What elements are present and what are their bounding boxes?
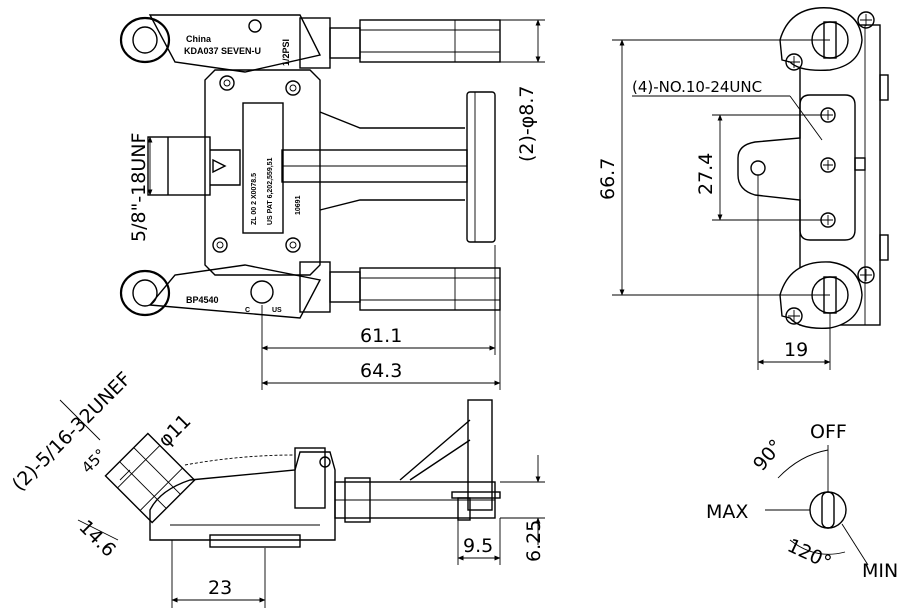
dim-hole-spacing: 27.4 (695, 153, 717, 195)
dim-inlet-thread: 5/8"-18UNF (128, 133, 150, 242)
dim-outlet-diameter: (2)-φ8.7 (516, 85, 538, 162)
inlet-fitting (147, 136, 211, 196)
lower-screw-left (785, 307, 803, 325)
marking-part-number: BP4540 (186, 295, 219, 305)
cert-mark (250, 280, 274, 304)
knob-outer (809, 491, 847, 529)
plate-line2: US PAT 6,202,559,51 (267, 157, 274, 225)
upper-screw-left (785, 53, 803, 71)
cert-right: US (272, 307, 282, 314)
knob-angle-off-max: 90° (749, 435, 788, 475)
mounting-plate (737, 94, 856, 241)
lower-injector-tube (359, 267, 501, 311)
lower-outlet-inner (132, 279, 158, 307)
lower-outlet-outer (119, 269, 171, 317)
plate-side: 10691 (295, 195, 302, 215)
side-view: (4)-NO.10-24UNC 66.7 27.4 19 (597, 7, 889, 370)
knob-max-label: MAX (706, 501, 748, 523)
dim-length-overall: 64.3 (360, 360, 402, 382)
label-plate (242, 102, 284, 234)
knob-diagram: OFF MAX MIN 90° 120° (706, 421, 898, 582)
front-view: (2)-5/16-32UNEF 45° φ11 14.6 23 9.5 6.25 (8, 368, 545, 608)
knob-indicator (821, 491, 835, 529)
dim-stem-length: 9.5 (463, 535, 493, 557)
upper-outlet-outer (119, 16, 171, 64)
angled-outlet (104, 432, 196, 524)
valve-body (204, 69, 321, 276)
brand-logo (248, 19, 262, 33)
lower-fitting-collar (329, 271, 361, 303)
cert-left: C (245, 307, 250, 314)
dim-height-overall: 66.7 (597, 158, 619, 200)
plate-line1: ZL 00 2 X0078.5 (251, 173, 258, 225)
marking-country: China (186, 34, 212, 44)
dim-mount-offset: 19 (784, 339, 808, 361)
upper-screw-right (857, 11, 875, 29)
lower-screw-right (857, 266, 875, 284)
upper-injector-tube (359, 19, 501, 63)
upper-fitting-collar (329, 27, 361, 59)
marking-model: KDA037 SEVEN-U (184, 46, 261, 56)
knob-off-label: OFF (810, 421, 847, 443)
front-hex (294, 447, 326, 509)
upper-arm (148, 14, 322, 73)
dim-length-inner: 61.1 (360, 325, 402, 347)
marking-pressure: 1/2PSI (281, 39, 291, 66)
dim-mount-screws: (4)-NO.10-24UNC (632, 78, 762, 96)
dim-outlet-angle: 45° (78, 445, 110, 477)
dim-stem-height: 6.25 (523, 520, 545, 562)
knob-angle-max-min: 120° (784, 535, 835, 574)
front-flange (467, 399, 493, 511)
lower-arm (148, 264, 322, 319)
flow-arrow-icon (212, 158, 227, 174)
dim-outlet-thread: (2)-5/16-32UNEF (8, 368, 136, 496)
dim-outlet-depth: 14.6 (74, 516, 119, 561)
knob-min-label: MIN (862, 560, 898, 582)
upper-cam (779, 7, 863, 72)
dim-base-offset: 23 (208, 577, 232, 599)
front-base (209, 534, 301, 548)
top-view: China KDA037 SEVEN-U 1/2PSI ZL 00 2 X007… (119, 14, 545, 390)
upper-outlet-inner (132, 26, 158, 54)
mounting-flange (466, 91, 496, 243)
